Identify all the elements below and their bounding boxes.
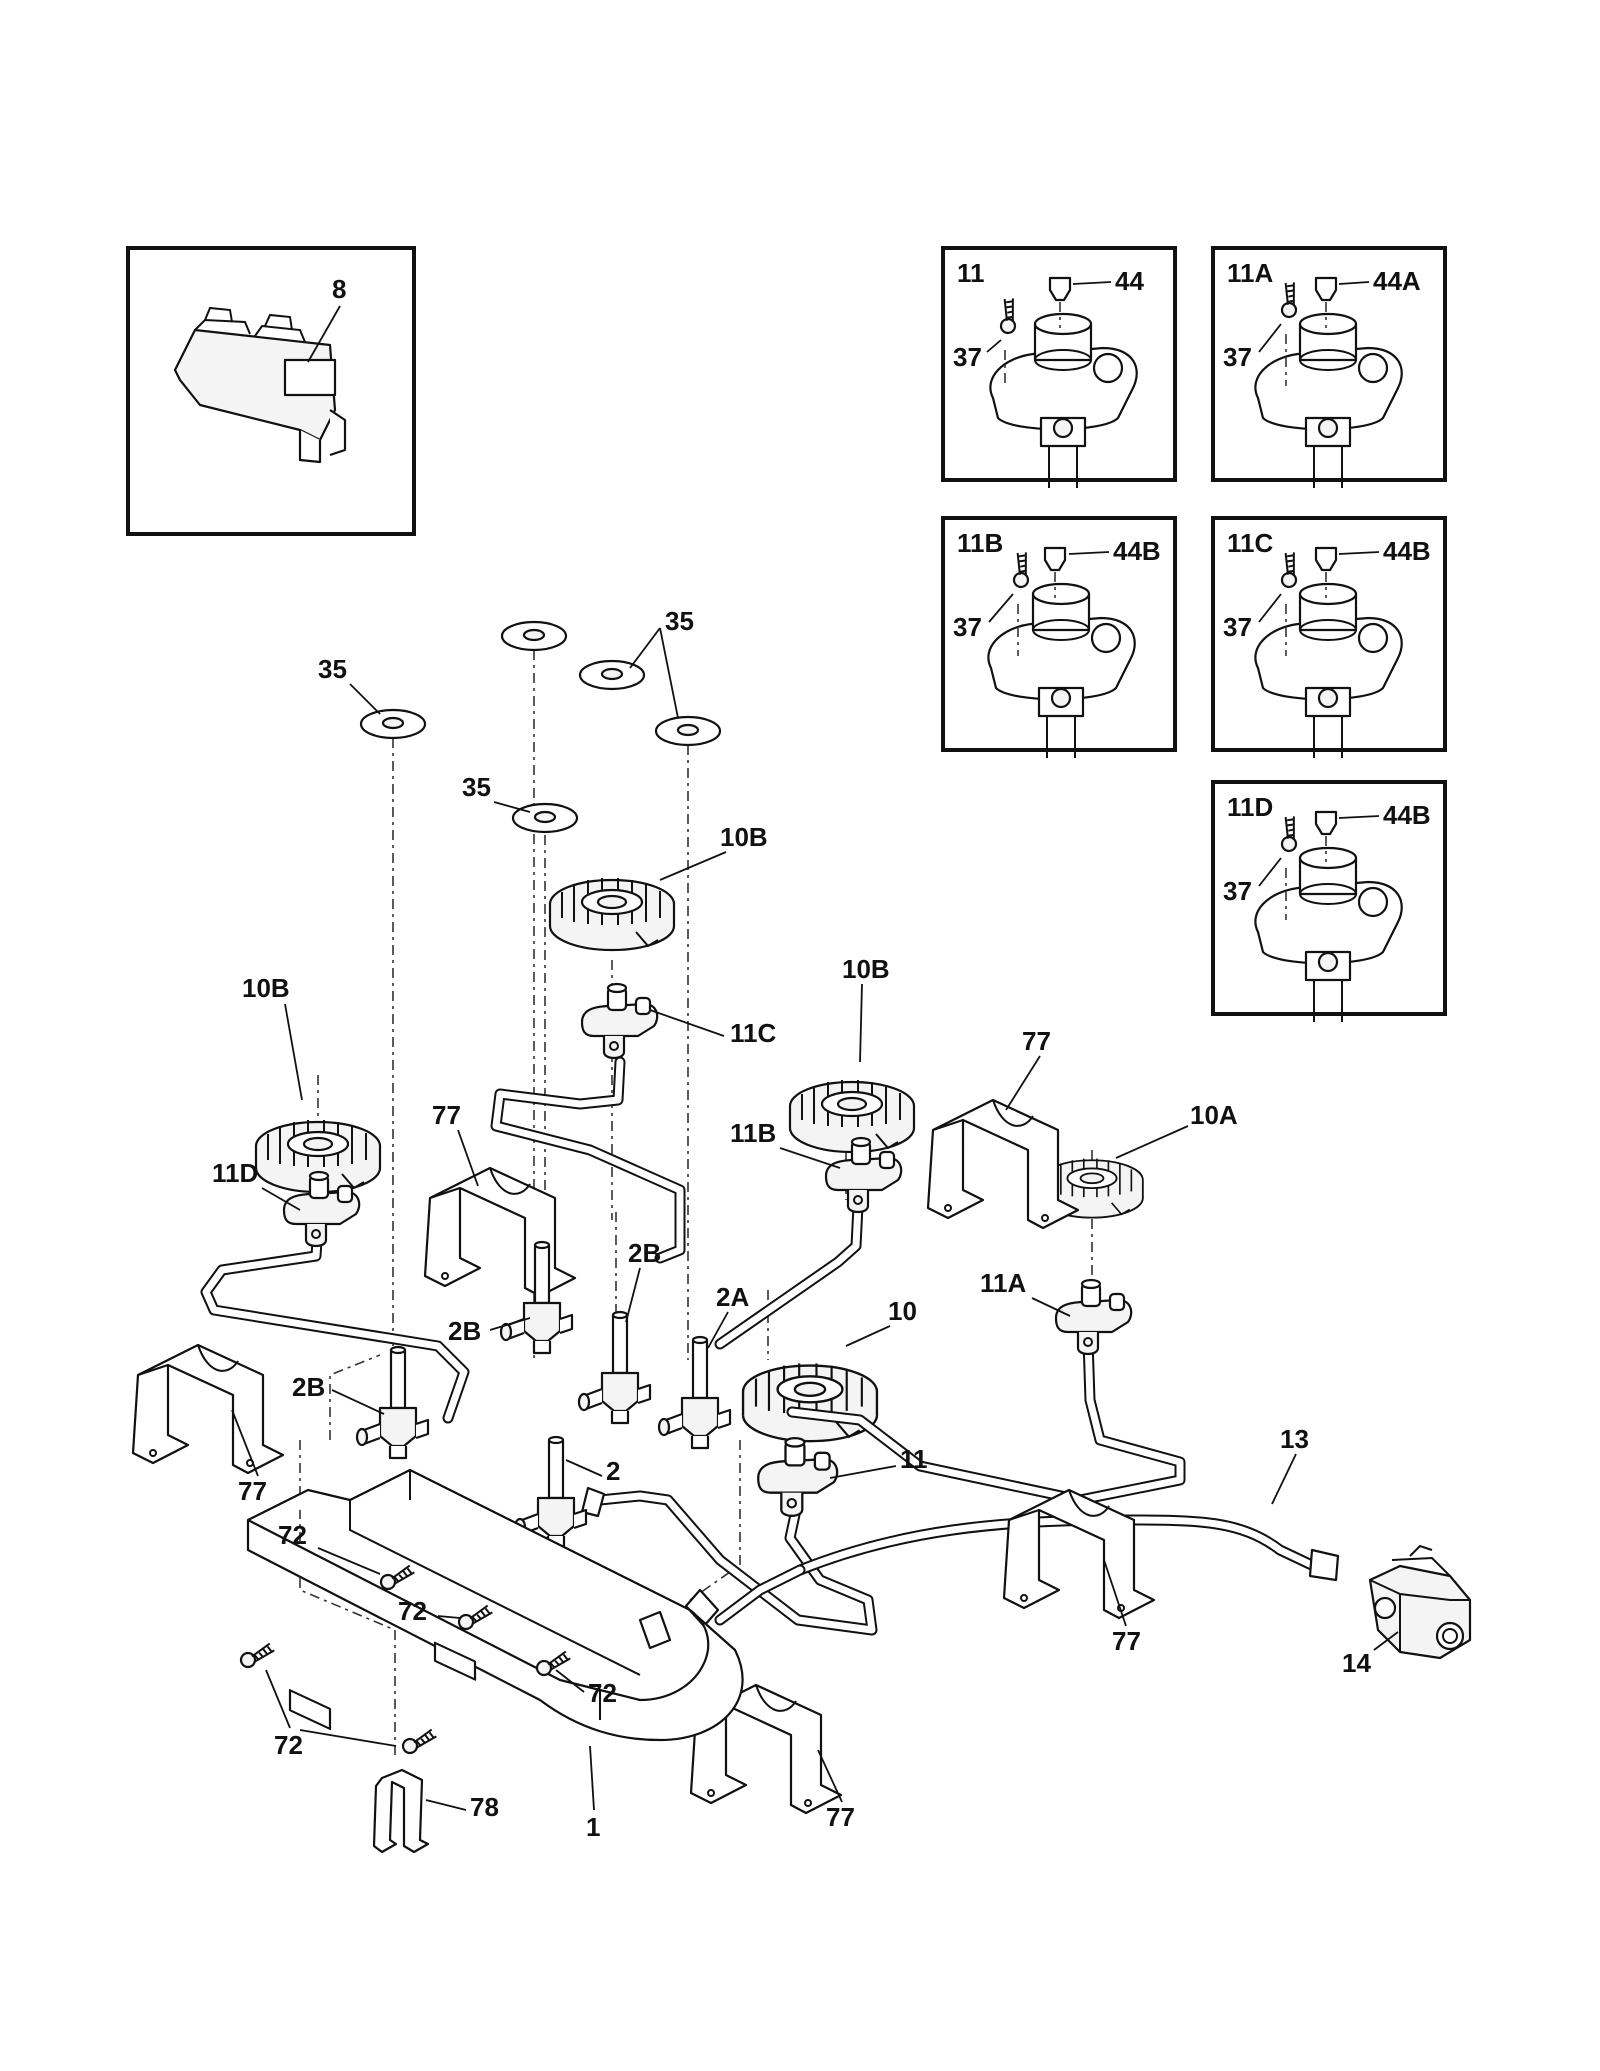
mounting-bracket — [926, 1098, 1080, 1230]
callout-8: 8 — [332, 274, 346, 304]
valve-2b-left — [355, 1345, 430, 1460]
inset-screw-label: 37 — [953, 342, 982, 372]
callout-10b: 10B — [842, 954, 890, 984]
inset-cap-label: 44B — [1383, 800, 1431, 830]
callout-11d: 11D — [212, 1158, 258, 1188]
callout-2a: 2A — [716, 1282, 749, 1312]
callout-72: 72 — [588, 1678, 617, 1708]
inset-11d: 11D 44B 37 — [1211, 780, 1447, 1024]
callout-2b: 2B — [628, 1238, 661, 1268]
callout-77: 77 — [826, 1802, 855, 1832]
callout-11: 11 — [900, 1444, 928, 1474]
callout-10b: 10B — [242, 973, 290, 1003]
callout-77: 77 — [432, 1100, 461, 1130]
burner-head-10b-top — [548, 876, 676, 952]
callout-35: 35 — [462, 772, 491, 802]
callout-35: 35 — [665, 606, 694, 636]
screw-72 — [377, 1563, 418, 1593]
inset-title: 11D — [1227, 792, 1273, 822]
valve-2b-upper — [499, 1240, 574, 1355]
callout-2: 2 — [606, 1456, 620, 1486]
callout-78: 78 — [470, 1792, 499, 1822]
igniter-module-inset: 8 — [126, 246, 416, 536]
mounting-bracket — [423, 1166, 577, 1298]
inset-screw-label: 37 — [1223, 342, 1252, 372]
mounting-bracket — [1002, 1488, 1156, 1620]
callout-10a: 10A — [1190, 1100, 1238, 1130]
screw-72 — [455, 1603, 496, 1633]
burner-base-11 — [757, 1436, 839, 1517]
callout-2b: 2B — [448, 1316, 481, 1346]
callout-77: 77 — [1112, 1626, 1141, 1656]
valve-2b-mid — [577, 1310, 652, 1425]
callout-labels: 35 35 35 10B 10B 10B 10A 10 11C 11D 11B … — [212, 606, 1399, 1842]
inset-screw-label: 37 — [1223, 612, 1252, 642]
inset-cap-label: 44 — [1115, 266, 1144, 296]
screw-72 — [399, 1727, 440, 1757]
inset-title: 11B — [957, 528, 1003, 558]
spacer-washer — [654, 715, 722, 747]
inset-11: 11 44 37 — [941, 246, 1177, 490]
burner-base-11c — [580, 982, 659, 1060]
inset-title: 11 — [957, 258, 985, 288]
inset-title: 11A — [1227, 258, 1273, 288]
inset-11a: 11A 44A 37 — [1211, 246, 1447, 490]
inset-title: 11C — [1227, 528, 1273, 558]
callout-11a: 11A — [980, 1268, 1026, 1298]
callout-11b: 11B — [730, 1118, 776, 1148]
gas-manifold — [246, 1468, 744, 1742]
valve-2a — [657, 1335, 732, 1450]
tube-fitting — [580, 1486, 1340, 1628]
inset-11c: 11C 44B 37 — [1211, 516, 1447, 760]
leader-8 — [307, 305, 341, 363]
screw-72 — [533, 1649, 574, 1679]
callout-72: 72 — [398, 1596, 427, 1626]
mounting-bracket — [131, 1343, 285, 1475]
callout-14: 14 — [1342, 1648, 1371, 1678]
callout-10b: 10B — [720, 822, 768, 852]
burner-base-11a — [1054, 1278, 1133, 1356]
inset-cap-label: 44B — [1113, 536, 1161, 566]
callout-11c: 11C — [730, 1018, 776, 1048]
manifold-clip — [372, 1768, 430, 1854]
spacer-washer — [578, 659, 646, 691]
inset-cap-label: 44A — [1373, 266, 1421, 296]
spacer-washer — [500, 620, 568, 652]
callout-35: 35 — [318, 654, 347, 684]
callout-1: 1 — [586, 1812, 600, 1842]
callout-77: 77 — [238, 1476, 267, 1506]
inset-11b: 11B 44B 37 — [941, 516, 1177, 760]
screw-72 — [237, 1641, 278, 1671]
callout-72: 72 — [274, 1730, 303, 1760]
inset-screw-label: 37 — [953, 612, 982, 642]
burner-head-10 — [741, 1362, 879, 1443]
spacer-washer — [511, 802, 579, 834]
spacer-washer — [359, 708, 427, 740]
inset-cap-label: 44B — [1383, 536, 1431, 566]
callout-77: 77 — [1022, 1026, 1051, 1056]
callout-10: 10 — [888, 1296, 917, 1326]
callout-72: 72 — [278, 1520, 307, 1550]
inset-screw-label: 37 — [1223, 876, 1252, 906]
callout-13: 13 — [1280, 1424, 1309, 1454]
callout-2b: 2B — [292, 1372, 325, 1402]
